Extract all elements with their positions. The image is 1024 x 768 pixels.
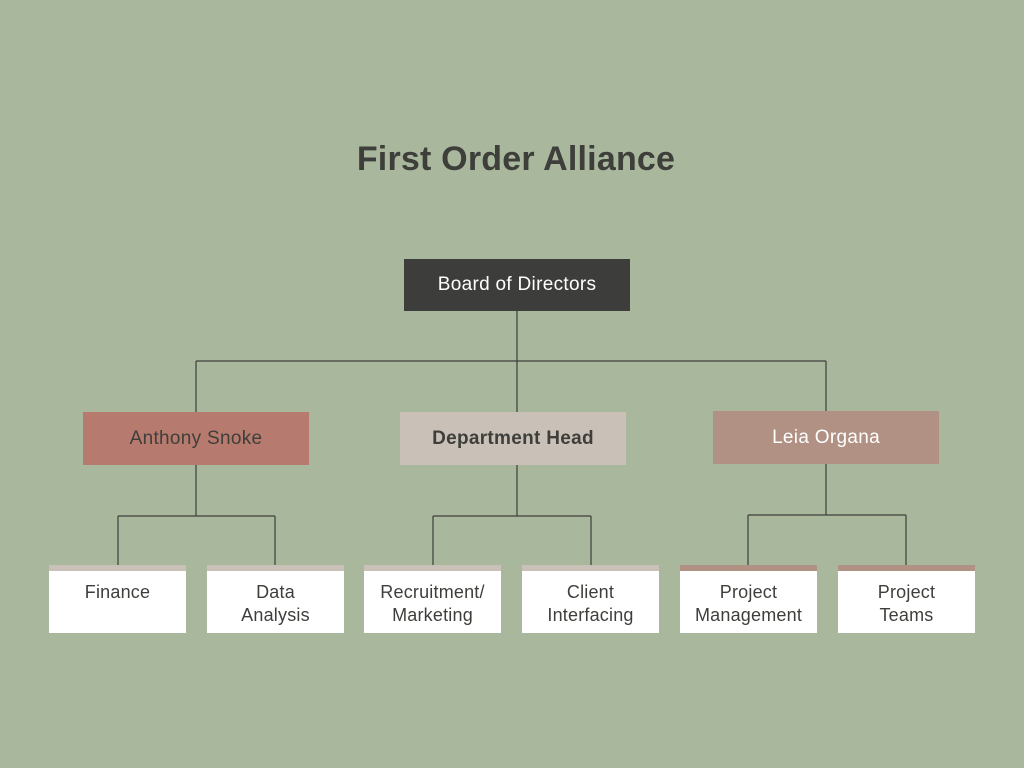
team-node-client-interfacing: Client Interfacing: [522, 565, 659, 633]
manager-node-label: Anthony Snoke: [129, 427, 263, 449]
team-node-label: Recruitment/ Marketing: [380, 582, 485, 625]
manager-node-anthony-snoke: Anthony Snoke: [83, 412, 309, 465]
team-node-recruitment-marketing: Recruitment/ Marketing: [364, 565, 501, 633]
manager-node-label: Department Head: [432, 427, 594, 449]
team-node-label: Project Management: [694, 582, 803, 625]
manager-node-department-head: Department Head: [400, 412, 626, 465]
team-node-label: Project Teams: [877, 582, 936, 625]
root-node-board-of-directors: Board of Directors: [404, 259, 630, 311]
team-node-project-teams: Project Teams: [838, 565, 975, 633]
manager-node-leia-organa: Leia Organa: [713, 411, 939, 464]
chart-title: First Order Alliance: [356, 140, 676, 178]
team-node-label: Client Interfacing: [547, 582, 634, 625]
team-node-data-analysis: Data Analysis: [207, 565, 344, 633]
team-node-project-management: Project Management: [680, 565, 817, 633]
root-node-label: Board of Directors: [437, 274, 597, 295]
team-node-finance: Finance: [49, 565, 186, 633]
manager-node-label: Leia Organa: [772, 426, 880, 448]
team-node-label: Data Analysis: [241, 582, 310, 625]
team-node-label: Finance: [84, 582, 151, 602]
